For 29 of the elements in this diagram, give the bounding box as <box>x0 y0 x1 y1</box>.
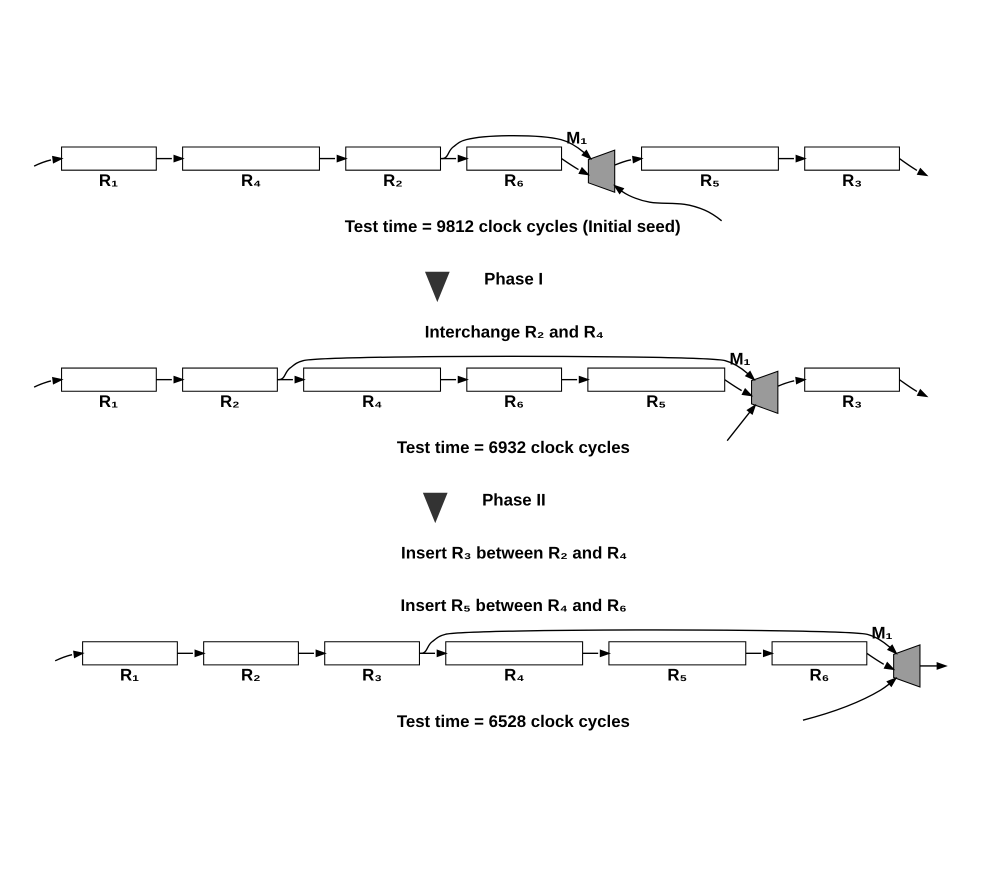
node-label: R₄ <box>362 391 382 410</box>
node-label: M₁ <box>872 622 893 642</box>
node-label: R₆ <box>504 170 524 190</box>
label: Insert R₃ between R₂ and R₄ <box>401 542 628 562</box>
node-label: R₁ <box>98 391 118 410</box>
node-label: R₃ <box>842 391 862 410</box>
node-label: R₃ <box>362 664 382 684</box>
label: Test time = 9812 clock cycles (Initial seed) <box>344 216 681 236</box>
node-label: M₁ <box>729 349 750 368</box>
node-label: R₅ <box>700 170 720 190</box>
node-label: R₆ <box>504 391 524 410</box>
node-label: R₂ <box>383 170 403 190</box>
node-label: R₄ <box>504 664 524 684</box>
label: Phase II <box>482 490 546 510</box>
node-label: R₅ <box>646 391 666 410</box>
label: Phase I <box>484 269 544 288</box>
node-label: R₂ <box>241 664 261 684</box>
node-label: R₅ <box>667 664 688 684</box>
label: Insert R₅ between R₄ and R₆ <box>400 596 627 614</box>
node-label: R₆ <box>809 664 830 684</box>
node-label: R₄ <box>241 170 262 190</box>
node-label: M₁ <box>566 128 588 148</box>
label: Test time = 6932 clock cycles <box>396 438 630 457</box>
node-label: R₁ <box>98 170 118 190</box>
node-label: R₃ <box>842 170 862 190</box>
node-label: R₂ <box>220 391 240 410</box>
label: Interchange R₂ and R₄ <box>424 322 604 341</box>
label: Test time = 6528 clock cycles <box>396 711 630 730</box>
node-label: R₁ <box>120 664 140 684</box>
